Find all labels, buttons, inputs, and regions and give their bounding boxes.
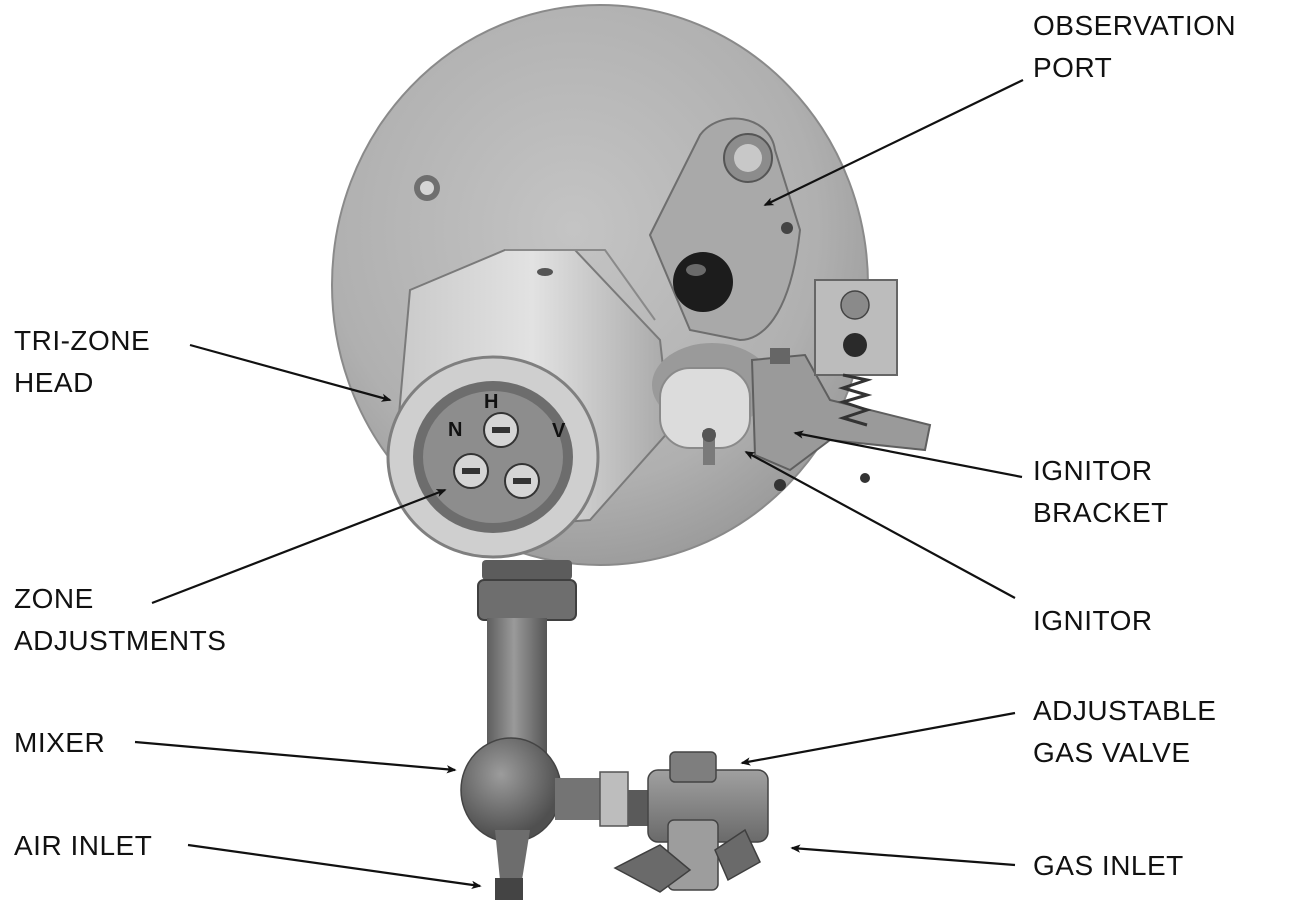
leader-gas-inlet <box>790 844 1016 867</box>
mixer <box>460 618 562 880</box>
label-line: ADJUSTABLE <box>1033 695 1216 726</box>
label-mixer: MIXER <box>14 727 105 758</box>
label-adjustable-gas-valve: ADJUSTABLE GAS VALVE <box>1033 695 1225 768</box>
label-line: GAS VALVE <box>1033 737 1191 768</box>
label-line: TRI-ZONE <box>14 325 150 356</box>
ignitor <box>652 343 772 465</box>
label-line: BRACKET <box>1033 497 1169 528</box>
label-line: PORT <box>1033 52 1112 83</box>
label-ignitor: IGNITOR <box>1033 605 1153 636</box>
leader-zone-adjustments <box>151 488 447 605</box>
leader-ignitor-bracket <box>793 430 1023 479</box>
label-line: HEAD <box>14 367 94 398</box>
label-line: IGNITOR <box>1033 455 1153 486</box>
label-gas-inlet: GAS INLET <box>1033 850 1184 881</box>
zone-screw <box>453 453 489 489</box>
zone-letter-h: H <box>484 391 498 413</box>
zone-screw <box>483 412 519 448</box>
label-ignitor-bracket: IGNITOR BRACKET <box>1033 455 1169 528</box>
leader-observation-port <box>763 79 1024 206</box>
air-inlet <box>495 878 523 900</box>
zone-letter-v: V <box>552 420 566 442</box>
leader-mixer <box>134 740 457 774</box>
label-observation-port: OBSERVATION PORT <box>1033 10 1244 83</box>
leader-tri-zone-head <box>189 343 392 402</box>
plate-bolt <box>414 175 440 201</box>
label-line: AIR INLET <box>14 830 152 861</box>
zone-screw <box>504 463 540 499</box>
leader-air-inlet <box>187 843 482 889</box>
label-line: ZONE <box>14 583 94 614</box>
label-line: GAS INLET <box>1033 850 1184 881</box>
label-air-inlet: AIR INLET <box>14 830 152 861</box>
side-connection <box>555 771 650 827</box>
leader-adjustable-gas-valve <box>740 711 1016 766</box>
zone-letter-n: N <box>448 419 462 441</box>
leader-lines <box>134 79 1024 889</box>
spring-bracket <box>814 279 898 483</box>
label-line: ADJUSTMENTS <box>14 625 226 656</box>
zone-adjustment-screws <box>453 412 540 499</box>
label-tri-zone-head: TRI-ZONE HEAD <box>14 325 159 398</box>
adjustable-gas-valve <box>613 751 769 893</box>
ignitor-bracket <box>750 348 932 491</box>
callout-labels: OBSERVATION PORT TRI-ZONE HEAD IGNITOR B… <box>14 10 1244 881</box>
label-line: MIXER <box>14 727 105 758</box>
pipe-union <box>477 560 577 621</box>
leader-ignitor <box>744 451 1016 599</box>
label-zone-adjustments: ZONE ADJUSTMENTS <box>14 583 226 656</box>
black-knob <box>673 252 733 312</box>
label-line: OBSERVATION <box>1033 10 1236 41</box>
label-line: IGNITOR <box>1033 605 1153 636</box>
